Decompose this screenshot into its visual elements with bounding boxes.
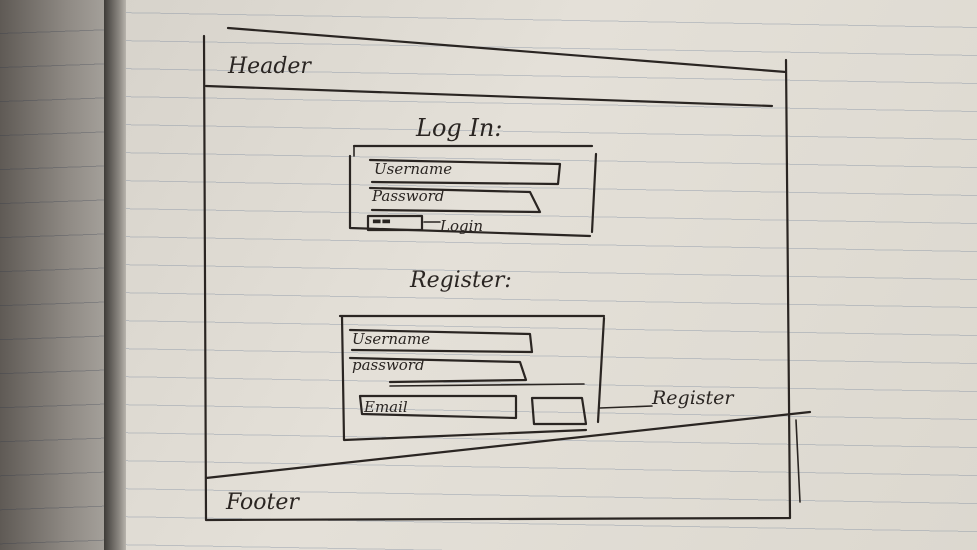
register-password-field [348,356,528,384]
right-notebook-page [120,0,977,550]
login-password-field [368,186,542,214]
register-password-label: password [352,356,425,374]
login-username-field [368,158,562,186]
register-email-label: Email [364,398,408,416]
login-button [366,214,424,232]
register-button [530,396,588,426]
register-username-field [348,328,534,354]
register-username-label: Username [352,330,431,348]
left-notebook-page [0,0,112,550]
notebook-gutter [104,0,126,550]
register-title: Register: [410,268,512,293]
register-button-label: Register [652,387,734,409]
login-button-scribble: ▬▬ [372,216,391,227]
login-title: Log In: [416,114,503,142]
page-frame [202,26,792,522]
login-password-label: Password [372,187,445,205]
register-email-field [358,394,518,420]
login-form-box [348,144,598,238]
header-label: Header [228,54,311,79]
footer-label: Footer [226,490,299,515]
footer-divider [204,410,812,480]
login-username-label: Username [374,160,453,178]
login-button-label: Login [440,217,484,235]
register-form-box [338,314,606,442]
header-divider [204,84,774,108]
